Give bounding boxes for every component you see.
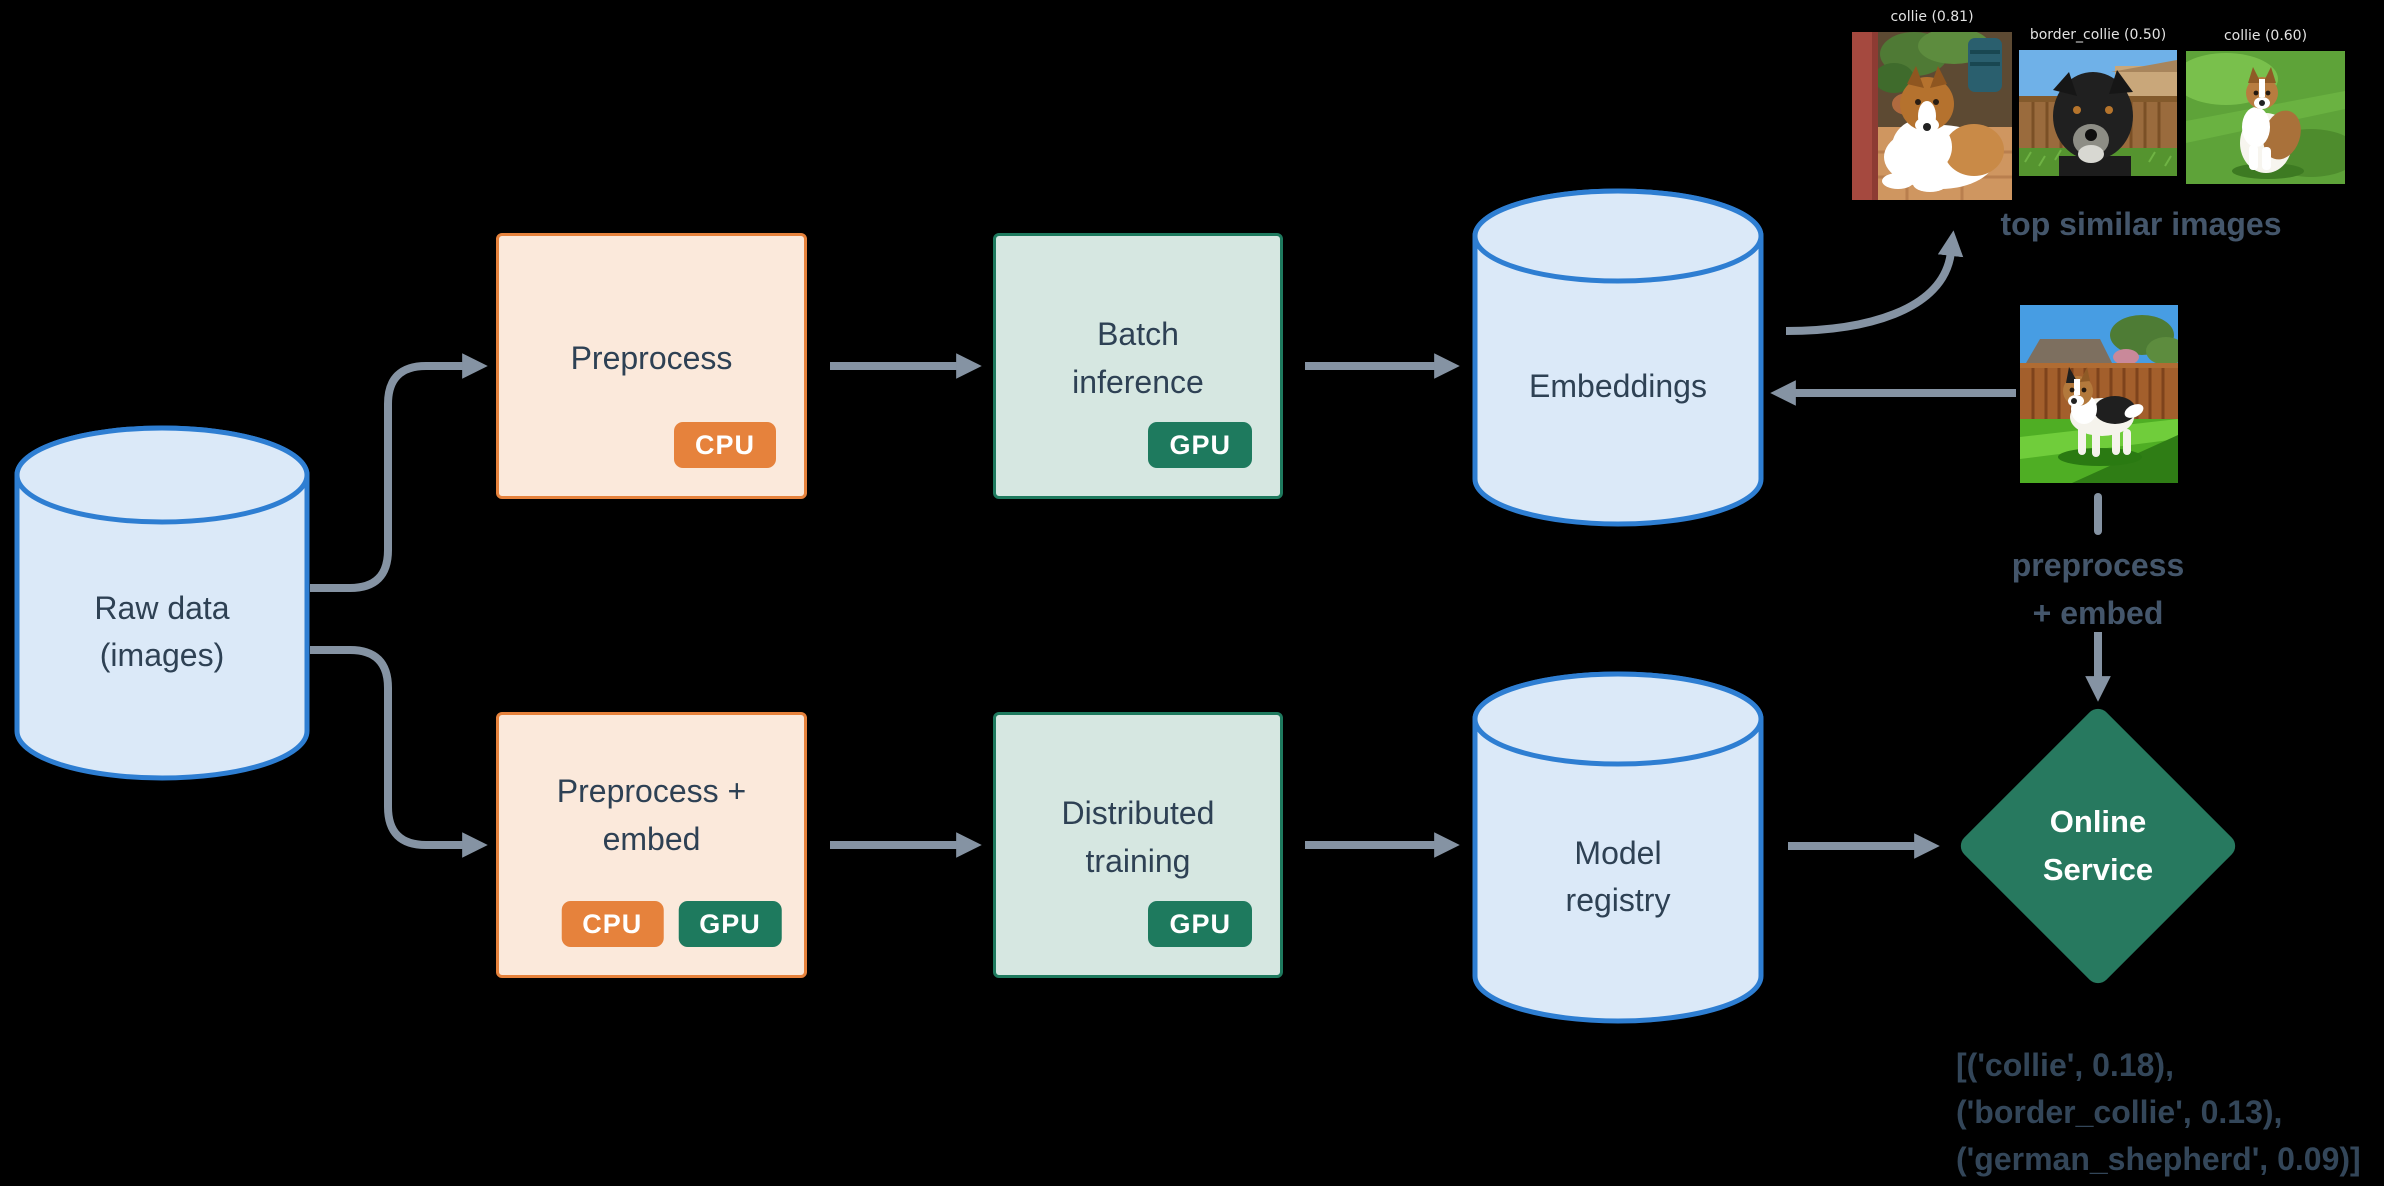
online-service-line1: Online <box>2049 804 2147 839</box>
model-registry-line2: registry <box>1565 881 1671 918</box>
model-registry-label: Model registry <box>1472 669 1764 1026</box>
distributed-training-label: Distributed training <box>996 715 1280 975</box>
preprocess-label: Preprocess <box>499 236 804 496</box>
arrow-raw-to-preprocess-embed <box>310 646 488 858</box>
similar-image-3: collie (0.60) <box>2186 25 2345 184</box>
arrow-raw-to-preprocess <box>310 353 488 592</box>
arrow-embeddings-to-similar-images <box>1785 230 1964 335</box>
query-step-line1: preprocess <box>2011 547 2185 583</box>
batch-inference-line1: Batch <box>1097 316 1179 352</box>
gpu-badge: GPU <box>1148 901 1252 947</box>
node-model-registry: Model registry <box>1472 669 1764 1026</box>
node-raw-data: Raw data (images) <box>12 423 312 783</box>
gpu-badge: GPU <box>678 901 782 947</box>
similar-image-2: border_collie (0.50) <box>2019 24 2177 176</box>
raw-data-line1: Raw data <box>94 590 230 626</box>
similar-image-3-art <box>2186 51 2345 184</box>
query-step-line2: + embed <box>2032 595 2164 631</box>
node-distributed-training: Distributed training GPU <box>993 712 1283 978</box>
preprocess-embed-line2: embed <box>602 821 701 857</box>
preprocess-embed-label: Preprocess + embed <box>499 715 804 975</box>
distributed-training-line2: training <box>1085 843 1191 879</box>
similar-image-3-caption: collie (0.60) <box>2223 28 2308 44</box>
embeddings-label: Embeddings <box>1472 186 1764 529</box>
node-batch-inference: Batch inference GPU <box>993 233 1283 499</box>
cpu-badge: CPU <box>673 422 776 468</box>
node-embeddings: Embeddings <box>1472 186 1764 529</box>
model-registry-line1: Model <box>1574 834 1662 871</box>
similar-images-heading: top similar images <box>2000 206 2282 242</box>
model-registry-cylinder <box>1472 671 1764 1024</box>
results-line2: ('border_collie', 0.13), <box>1956 1094 2283 1130</box>
similar-image-1-art <box>1852 32 2012 200</box>
embeddings-cylinder <box>1472 188 1764 527</box>
distributed-training-line1: Distributed <box>1061 795 1215 831</box>
batch-inference-line2: inference <box>1072 364 1204 400</box>
similar-image-2-caption: border_collie (0.50) <box>2029 27 2167 43</box>
query-step-label: preprocess + embed <box>1948 541 2248 637</box>
similar-image-1: collie (0.81) <box>1852 6 2012 200</box>
similar-image-1-caption: collie (0.81) <box>1890 9 1974 25</box>
embeddings-text: Embeddings <box>1529 368 1707 404</box>
batch-inference-label: Batch inference <box>996 236 1280 496</box>
cpu-badge: CPU <box>561 901 664 947</box>
raw-data-cylinder <box>14 425 310 781</box>
node-preprocess: Preprocess CPU <box>496 233 807 499</box>
results-line1: [('collie', 0.18), <box>1956 1047 2174 1083</box>
results-text: [('collie', 0.18), ('border_collie', 0.1… <box>1956 1042 2384 1183</box>
gpu-badge: GPU <box>1148 422 1252 468</box>
raw-data-label: Raw data (images) <box>12 423 312 783</box>
preprocess-embed-badges: CPU GPU <box>561 901 782 947</box>
preprocess-text: Preprocess <box>570 340 733 376</box>
online-service-label: Online Service <box>1956 704 2240 988</box>
query-image <box>2020 305 2178 483</box>
raw-data-line2: (images) <box>99 637 225 673</box>
online-service-line2: Service <box>2042 852 2154 887</box>
similar-image-2-art <box>2019 50 2177 176</box>
node-online-service: Online Service <box>1955 703 2241 989</box>
node-preprocess-embed: Preprocess + embed CPU GPU <box>496 712 807 978</box>
results-line3: ('german_shepherd', 0.09)] <box>1956 1141 2361 1177</box>
preprocess-embed-line1: Preprocess + <box>556 773 747 809</box>
